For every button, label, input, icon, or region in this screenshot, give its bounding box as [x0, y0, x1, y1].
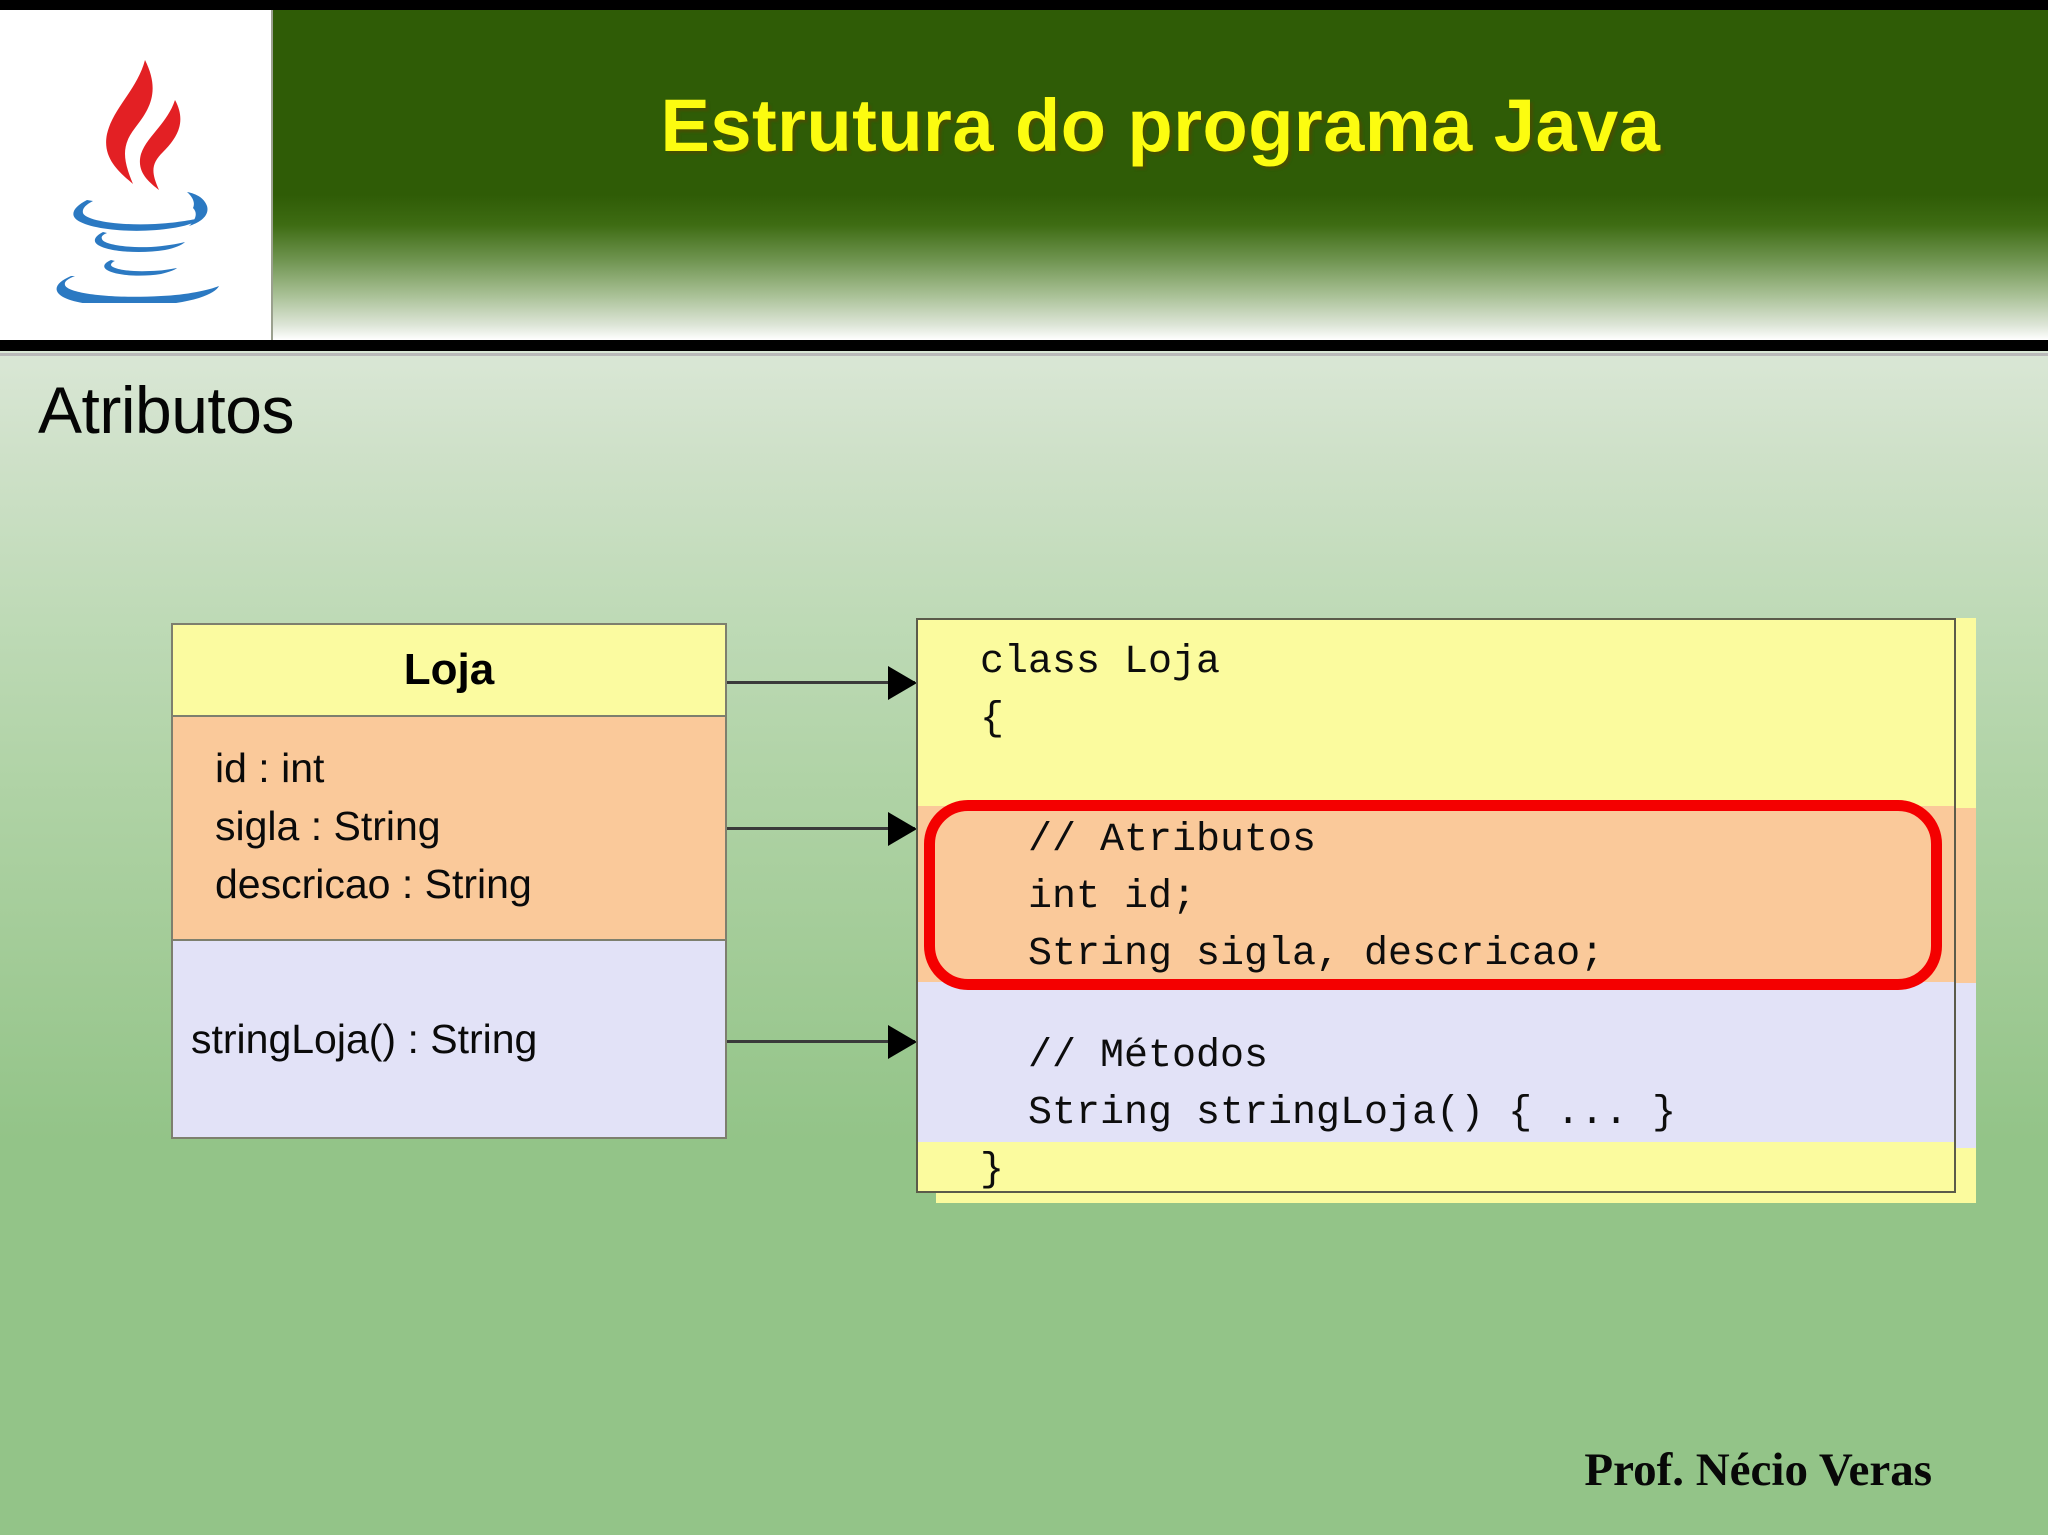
section-heading: Atributos — [38, 373, 294, 447]
code-section-header: class Loja { — [918, 620, 1954, 806]
slide-header: Estrutura do programa Java — [0, 0, 2048, 356]
code-line: String sigla, descricao; — [1028, 932, 1605, 977]
code-section-attributes: // Atributos int id; String sigla, descr… — [918, 806, 1954, 982]
code-section-methods: // Métodos String stringLoja() { ... } — [918, 982, 1954, 1142]
uml-class-name: Loja — [173, 625, 725, 717]
arrow-attributes-icon — [727, 827, 915, 830]
header-bottom-hairline — [0, 353, 2048, 356]
uml-attribute-item: descricao : String — [215, 861, 532, 907]
code-box-border: class Loja { // Atributos int id; String… — [916, 618, 1956, 1193]
header-banner — [0, 10, 2048, 340]
code-line: // Atributos — [1028, 818, 1317, 863]
uml-method-item: stringLoja() : String — [191, 1015, 538, 1062]
code-section-closing: } — [918, 1142, 1954, 1193]
arrow-methods-icon — [727, 1040, 915, 1043]
uml-attribute-item: id : int — [215, 745, 325, 791]
logo-panel — [0, 10, 273, 340]
code-line: // Métodos — [1028, 1034, 1269, 1079]
code-line: } — [980, 1148, 1005, 1193]
code-line: String stringLoja() { ... } — [1028, 1091, 1677, 1136]
footer-author: Prof. Nécio Veras — [1584, 1444, 1932, 1496]
arrow-class-name-icon — [727, 681, 915, 684]
code-line: class Loja — [980, 640, 1221, 685]
code-line: int id; — [1028, 875, 1197, 920]
page-title: Estrutura do programa Java — [660, 83, 1661, 167]
java-logo-icon — [56, 59, 219, 303]
header-top-rule — [0, 0, 2048, 10]
uml-attributes-compartment: id : int sigla : String descricao : Stri… — [173, 717, 725, 941]
code-line: { — [980, 697, 1005, 742]
uml-methods-compartment: stringLoja() : String — [173, 941, 725, 1137]
uml-class-box: Loja id : int sigla : String descricao :… — [171, 623, 727, 1139]
code-block: class Loja { // Atributos int id; String… — [916, 618, 1976, 1203]
uml-attribute-item: sigla : String — [215, 803, 441, 849]
header-bottom-rule — [0, 340, 2048, 351]
